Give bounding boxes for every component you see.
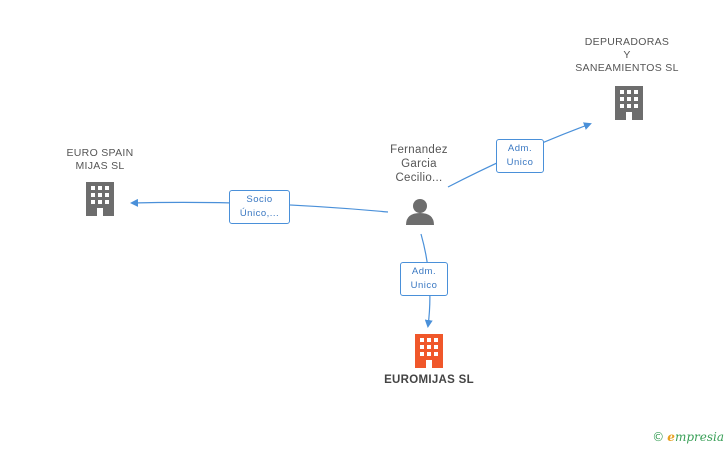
edge-label-line2: Unico — [410, 280, 438, 291]
euro-spain-node-label[interactable]: EURO SPAIN MIJAS SL — [50, 147, 150, 173]
edge-label-to-euro-spain[interactable]: Socio Único,... — [229, 190, 290, 224]
person-name-line1: Fernandez — [390, 144, 448, 156]
copyright-symbol: © — [652, 430, 665, 444]
euromijas-node-label[interactable]: EUROMIJAS SL — [370, 374, 488, 387]
building-icon[interactable] — [615, 86, 643, 120]
edge-label-to-euromijas[interactable]: Adm. Unico — [400, 262, 448, 296]
depuradoras-name-line3: SANEAMIENTOS SL — [575, 62, 679, 74]
edge-label-to-depuradoras[interactable]: Adm. Unico — [496, 139, 544, 173]
person-name-line3: Cecilio... — [395, 172, 443, 184]
edge-label-line1: Socio — [246, 194, 273, 205]
edge-label-line2: Unico — [506, 157, 534, 168]
depuradoras-node-label[interactable]: DEPURADORAS Y SANEAMIENTOS SL — [566, 36, 688, 75]
person-name-line2: Garcia — [401, 158, 437, 170]
building-icon[interactable] — [86, 182, 114, 216]
edge-label-line2: Único,... — [239, 208, 280, 219]
depuradoras-name-line2: Y — [623, 49, 631, 61]
euromijas-name: EUROMIJAS SL — [384, 374, 474, 386]
euro-spain-name-line1: EURO SPAIN — [66, 147, 134, 159]
empresia-watermark: ©empresia — [652, 430, 724, 444]
brand-initial: e — [667, 430, 675, 444]
euro-spain-name-line2: MIJAS SL — [75, 160, 125, 172]
edge-label-line1: Adm. — [507, 143, 533, 154]
brand-rest: mpresia — [674, 430, 724, 444]
person-node-label[interactable]: Fernandez Garcia Cecilio... — [374, 143, 464, 185]
depuradoras-name-line1: DEPURADORAS — [584, 36, 670, 48]
building-icon[interactable] — [415, 334, 443, 368]
person-icon[interactable] — [406, 199, 434, 225]
edge-label-line1: Adm. — [411, 266, 437, 277]
